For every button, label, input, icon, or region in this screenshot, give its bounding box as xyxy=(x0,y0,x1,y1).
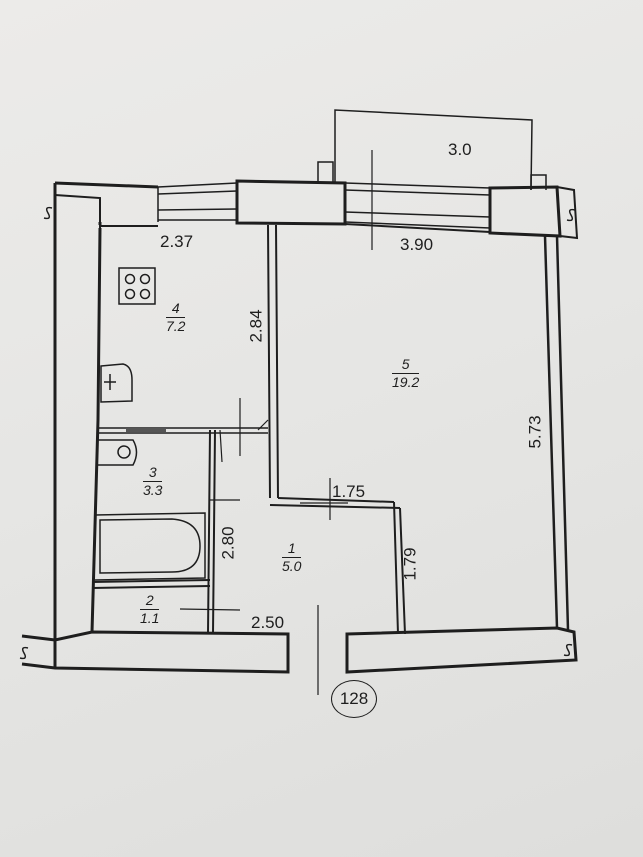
room-area: 7.2 xyxy=(166,318,186,334)
corridor-depth-dimension: 1.79 xyxy=(400,547,420,581)
room-number: 4 xyxy=(166,300,186,318)
bathtub-icon xyxy=(94,512,206,581)
balcony xyxy=(317,109,547,191)
stove-icon xyxy=(118,267,156,305)
living-width-dimension: 3.90 xyxy=(400,235,434,254)
room-area: 19.2 xyxy=(392,374,420,390)
dimension-lines xyxy=(317,150,373,695)
entry-width-dimension: 2.50 xyxy=(251,613,285,632)
apartment-number-text: 128 xyxy=(339,689,369,708)
balcony-dimension: 3.0 xyxy=(448,140,472,159)
section-break-icon xyxy=(19,206,576,660)
room-hall-label: 1 5.0 xyxy=(282,540,302,575)
room-area: 1.1 xyxy=(140,610,160,626)
kitchen-width-dimension: 2.37 xyxy=(160,232,194,251)
room-area: 3.3 xyxy=(143,482,163,498)
room-kitchen-label: 4 7.2 xyxy=(166,300,186,335)
room-living-label: 5 19.2 xyxy=(392,356,420,391)
interior-walls xyxy=(91,224,406,635)
room-number: 1 xyxy=(282,540,302,558)
corridor-width-dimension: 1.75 xyxy=(332,482,366,501)
room-bathroom-label: 3 3.3 xyxy=(143,464,163,499)
living-depth-dimension: 5.73 xyxy=(525,415,545,449)
room-number: 3 xyxy=(143,464,163,482)
room-number: 2 xyxy=(140,592,160,610)
room-area: 5.0 xyxy=(282,558,302,574)
bathroom-depth-dimension: 2.80 xyxy=(218,526,238,560)
kitchen-depth-dimension: 2.84 xyxy=(246,309,266,343)
washbasin-icon xyxy=(97,428,166,466)
room-number: 5 xyxy=(392,356,420,374)
windows xyxy=(157,182,491,229)
room-toilet-label: 2 1.1 xyxy=(140,592,160,627)
sink-icon xyxy=(100,363,133,403)
exterior-walls xyxy=(21,179,579,674)
apartment-number: 128 xyxy=(331,680,377,718)
